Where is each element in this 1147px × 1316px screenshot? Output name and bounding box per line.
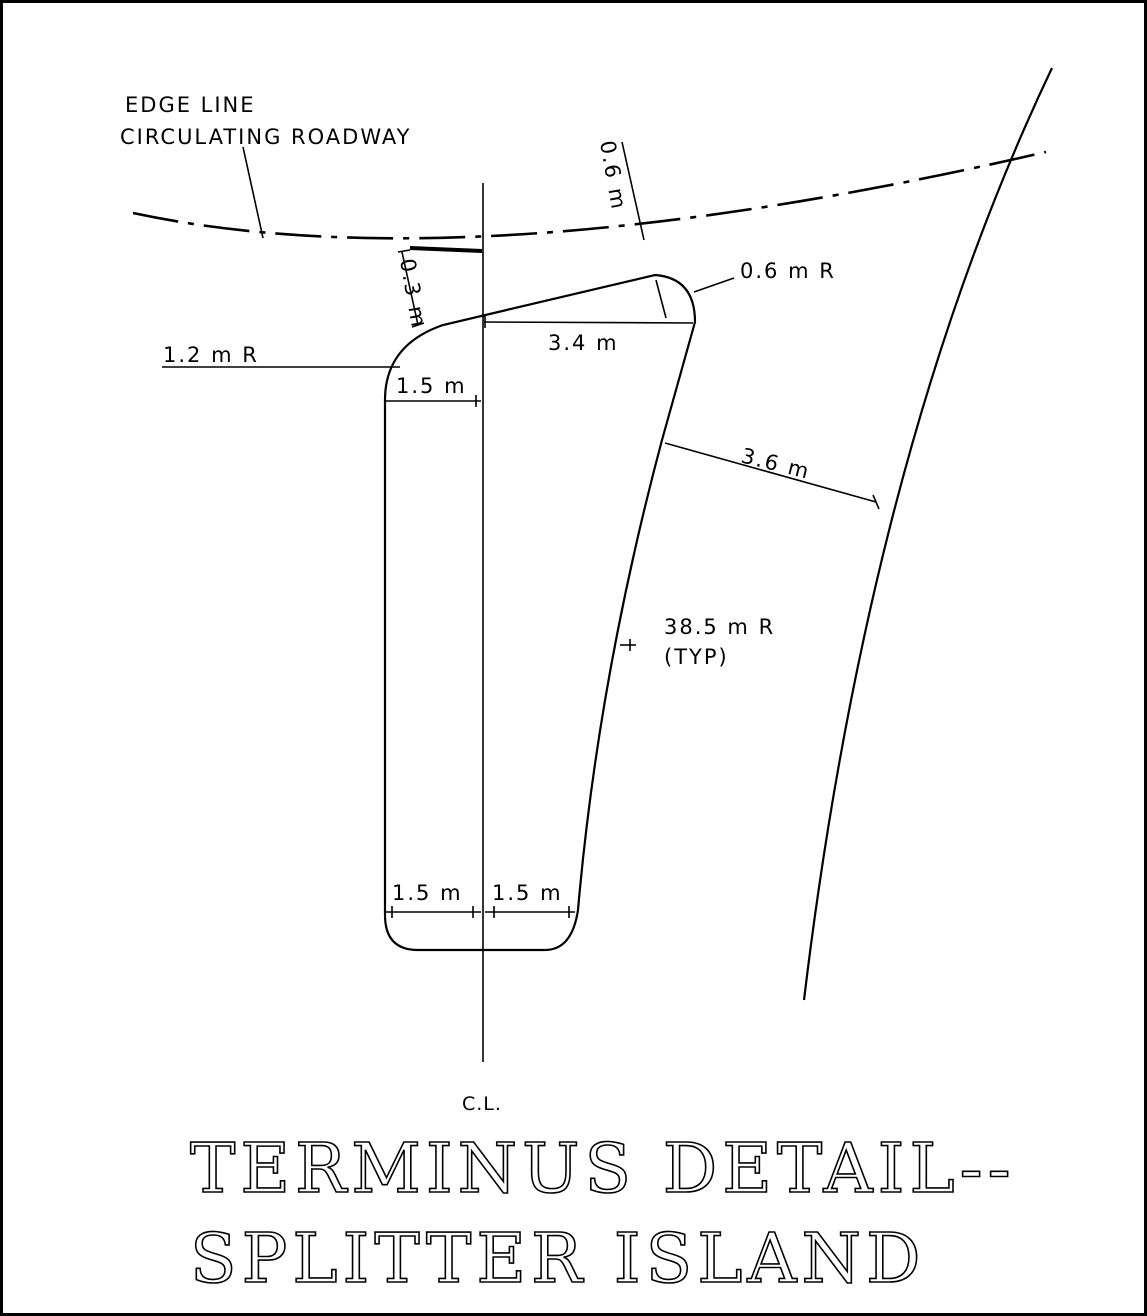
radius-typ-label-1: 38.5 m R [664,615,775,639]
radius-small-leader [655,279,667,319]
title-line-2: SPLITTER ISLAND [190,1220,926,1299]
edge-line-label-2: CIRCULATING ROADWAY [120,125,412,149]
splitter-island-outline [383,273,697,952]
gap-dim-line [664,442,877,503]
edge-line-circulating-roadway [132,150,1047,240]
offset-right-label: 0.6 m [595,139,631,213]
radius-small-label-leader [693,277,735,293]
gap-label: 3.6 m [739,444,813,484]
offset-left-dim-line [401,251,419,326]
bottom-left-label: 1.5 m [392,881,463,905]
offset-left-tick-b [411,322,425,328]
edge-line-label-1: EDGE LINE [125,93,256,117]
radius-small-label: 0.6 m R [740,259,836,283]
nose-width-label: 3.4 m [548,331,619,355]
offset-right-dim-line [621,141,645,241]
nose-width-dim-line [483,321,694,324]
radius-typ-label-2: (TYP) [664,645,729,669]
title-line-1: TERMINUS DETAIL-- [190,1130,1016,1209]
roadway-edge-curve [802,67,1053,1001]
bottom-right-label: 1.5 m [492,881,563,905]
radius-left-label: 1.2 m R [163,343,259,367]
offset-left-label: 0.3 m [395,257,431,331]
centerline-label: C.L. [462,1093,502,1115]
offset-left-thick-edge [409,246,483,253]
edge-line-leader [242,146,264,239]
left-half-top-label: 1.5 m [396,374,467,398]
gap-tick [872,494,880,510]
offset-left-tick-a [397,249,411,253]
